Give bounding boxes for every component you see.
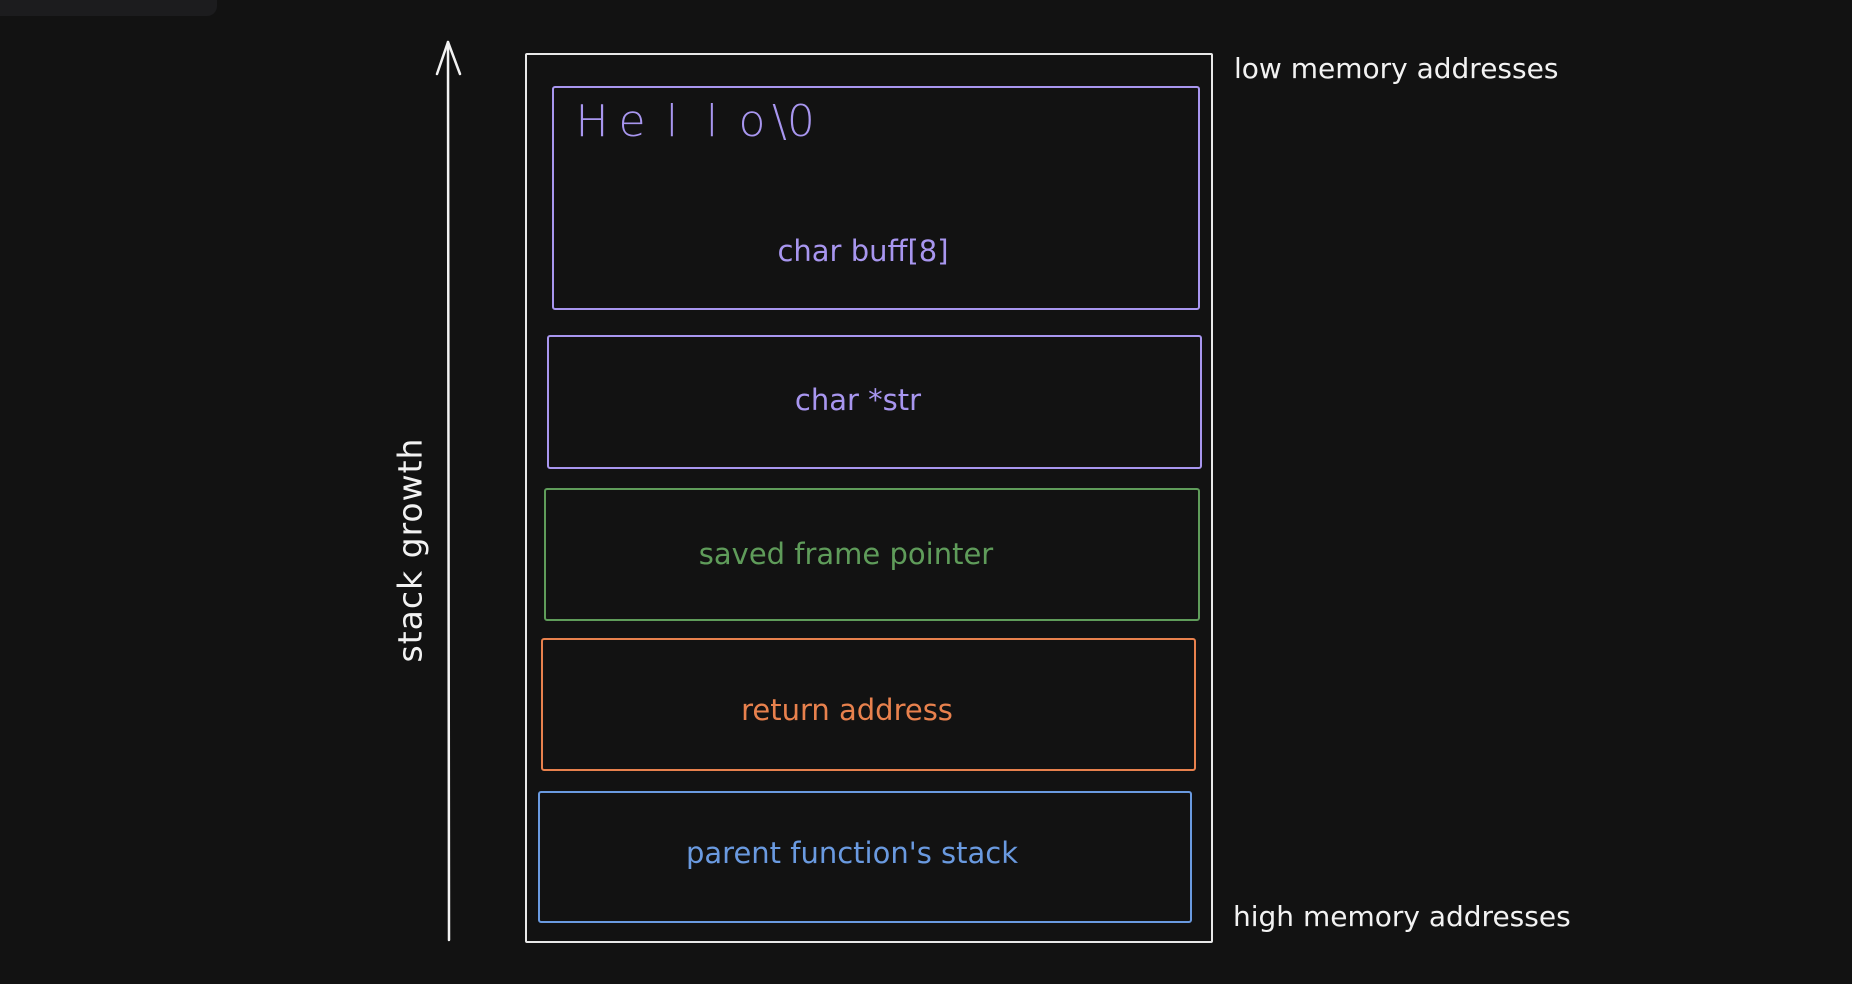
slot-parent-function-stack bbox=[538, 791, 1192, 923]
buffer-byte: l bbox=[665, 96, 679, 147]
stack-frame-outline bbox=[525, 53, 1213, 943]
slot-return-address bbox=[541, 638, 1196, 771]
buffer-byte: o bbox=[738, 96, 766, 147]
slot-saved-frame-pointer bbox=[544, 488, 1200, 621]
canvas-corner-tab bbox=[0, 0, 217, 16]
slot-char-str-label: char *str bbox=[794, 383, 922, 417]
high-memory-addresses-label: high memory addresses bbox=[1233, 900, 1571, 933]
slot-return-address-label: return address bbox=[741, 693, 953, 727]
buffer-byte: l bbox=[705, 96, 719, 147]
buffer-byte: H bbox=[575, 96, 609, 147]
buffer-contents: H e l l o \0 bbox=[572, 96, 815, 147]
stack-growth-arrow bbox=[435, 40, 462, 942]
buffer-byte: e bbox=[618, 96, 646, 147]
slot-char-str bbox=[547, 335, 1202, 469]
slot-parent-function-stack-label: parent function's stack bbox=[685, 836, 1019, 870]
slot-char-buff bbox=[552, 86, 1200, 310]
low-memory-addresses-label: low memory addresses bbox=[1234, 52, 1559, 85]
slot-saved-frame-pointer-label: saved frame pointer bbox=[698, 537, 994, 571]
stack-growth-label: stack growth bbox=[390, 437, 430, 663]
buffer-null-terminator: \0 bbox=[772, 96, 815, 147]
slot-char-buff-label: char buff[8] bbox=[777, 234, 949, 268]
